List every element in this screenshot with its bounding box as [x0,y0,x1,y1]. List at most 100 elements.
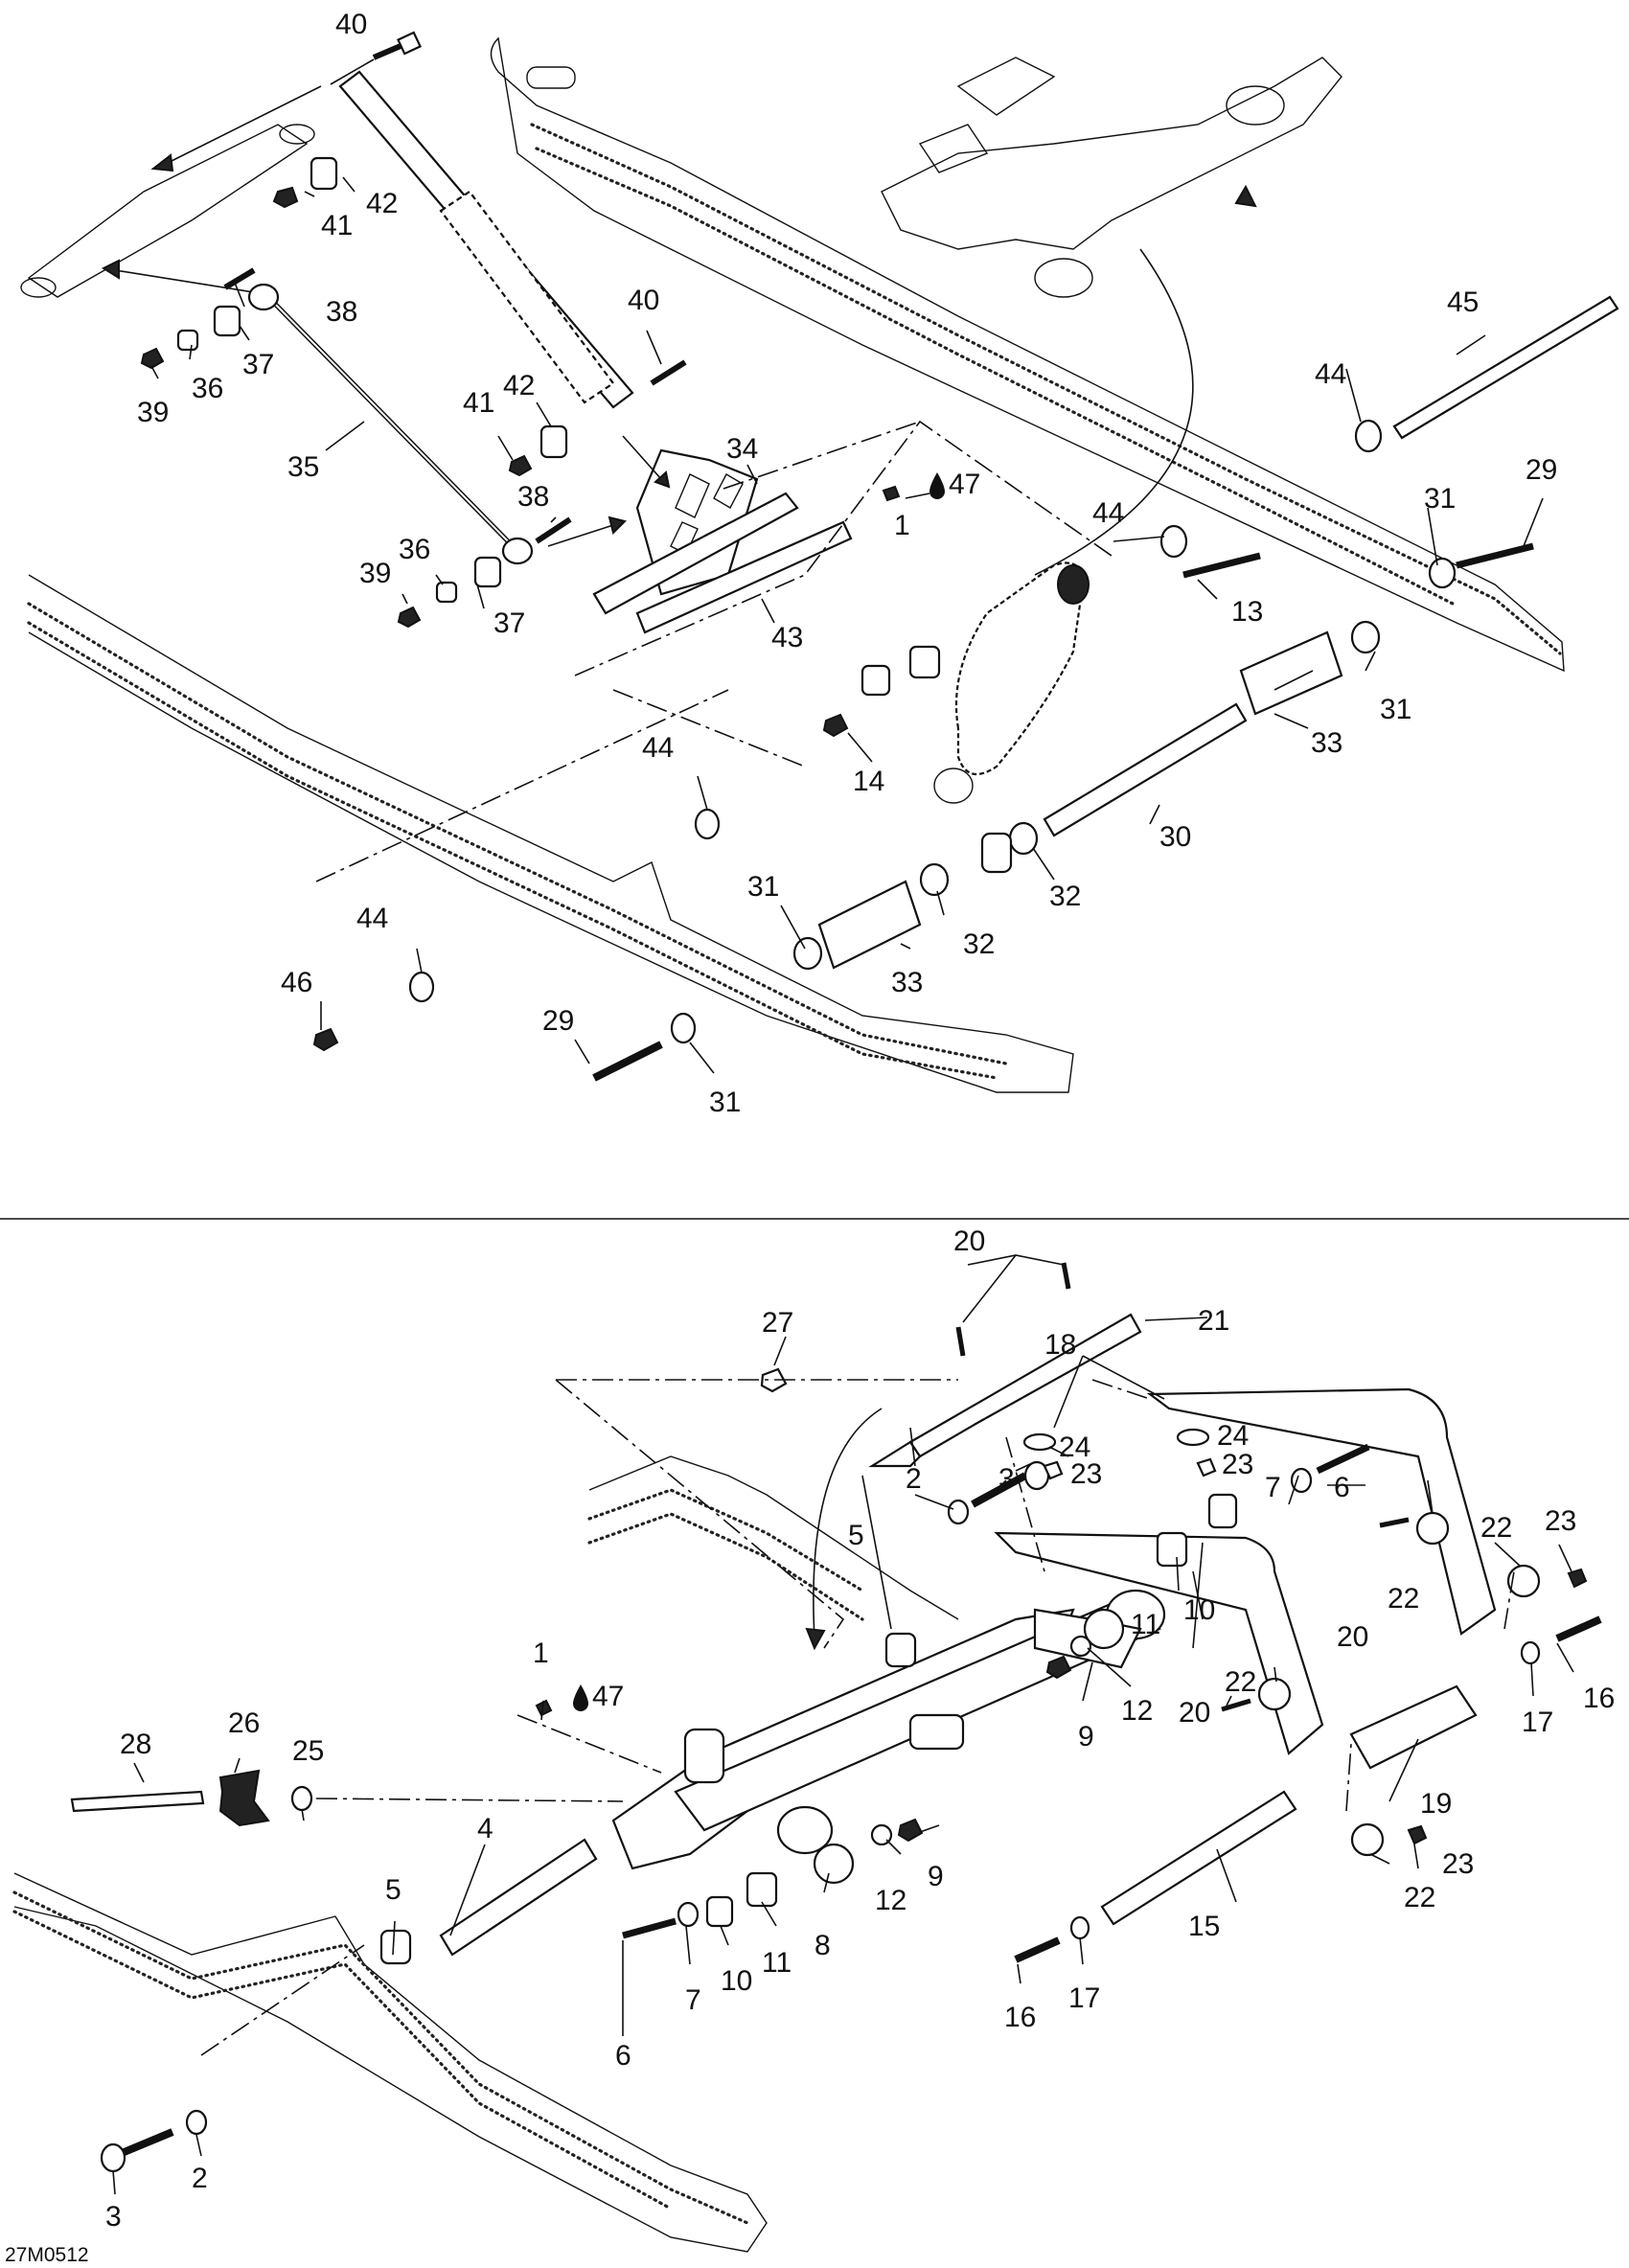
callout-16-lower: 16 [1004,2002,1036,2033]
bushing-36-upper [176,329,199,352]
washer-44-right [1159,524,1188,559]
bolt-38-upper [223,267,256,290]
callout-22-d: 22 [1404,1882,1435,1913]
callout-31-right-b: 31 [1380,694,1411,725]
screw-20-middle [1379,1517,1410,1528]
callout-20-lower: 20 [1179,1697,1210,1729]
callouts-top: 40 42 41 38 37 36 39 35 40 42 41 38 36 3… [137,9,1557,1118]
spacer-19 [1349,1684,1478,1770]
assembly-guideline-bottom-g [1345,1743,1352,1812]
reference-arrow-rear-arm [1034,248,1194,576]
bushing-11-lower [746,1871,778,1908]
assembly-guideline-bottom-c [516,1714,662,1774]
assembly-guideline-top-d [612,689,806,767]
callout-38-top: 38 [326,296,357,328]
tube-33-right [1239,630,1343,716]
washer-31-left-lower [670,1012,697,1044]
callout-13: 13 [1231,596,1263,628]
callout-47-bottom: 47 [592,1681,624,1712]
washer-22-b [1415,1511,1450,1546]
callout-34: 34 [726,433,758,465]
nut-23-b [1196,1457,1217,1478]
callout-39-top: 39 [137,397,169,428]
rod-45 [1392,295,1619,440]
washer-31-right [1428,557,1457,589]
callout-11-upper: 11 [1131,1609,1160,1640]
callout-1-top: 1 [894,510,910,541]
washer-22-d [1350,1822,1385,1857]
callout-10-upper: 10 [1183,1594,1215,1626]
assembly-guideline-top-a [574,420,1113,676]
oil-droplet-icon-top [929,472,945,499]
callout-24-b: 24 [1059,1432,1090,1463]
washer-44-left-upper [694,808,721,840]
callout-36-top: 36 [192,373,223,404]
callout-9-upper: 9 [1078,1721,1094,1753]
callout-23-b: 23 [1222,1449,1253,1480]
leader-lines-top [150,58,1544,1074]
callout-44-left-upper: 44 [642,732,674,764]
left-slide-rail-bottom [12,1872,768,2253]
bushing-36-lower [435,581,458,604]
callout-18: 18 [1044,1329,1076,1361]
tube-43 [635,520,853,634]
callout-6-lower: 6 [615,2040,631,2072]
left-slide-rail-top [27,574,1074,1093]
callout-23-a: 23 [1545,1505,1576,1537]
bolt-3-upper [971,1472,1027,1508]
callout-5-lower: 5 [385,1874,402,1906]
spacer-5-upper [884,1632,917,1668]
washer-22-c [1257,1677,1292,1711]
screw-20-lower [1221,1698,1251,1712]
spacer-42-middle [539,424,568,459]
callout-31-right-a: 31 [1424,483,1456,515]
callout-25: 25 [292,1735,324,1767]
bushing-32-center [980,832,1013,874]
washer-2-upper [947,1499,970,1525]
rear-shock-absorber [933,561,1090,804]
bolt-40-top [372,31,422,60]
callout-44-left-lower: 44 [356,903,388,934]
washer-25 [290,1785,313,1812]
nut-23-d [1407,1824,1428,1845]
upper-shock-absorber [338,70,634,409]
screw-20-right [1061,1262,1071,1290]
callout-17-right: 17 [1522,1707,1553,1738]
callout-21: 21 [1198,1305,1229,1337]
callout-40-middle: 40 [628,285,659,316]
callout-22-a: 22 [1480,1512,1512,1544]
bolt-6-lower [622,1917,677,1939]
callout-46: 46 [281,967,312,998]
reference-arrow-bracket-21 [813,1408,883,1639]
tube-15 [1100,1790,1297,1926]
assembly-guideline-bottom-b [555,1379,845,1649]
bolt-40-middle [650,359,687,386]
callout-41-top: 41 [321,210,353,241]
callout-4: 4 [477,1813,493,1844]
nut-39-lower [397,606,422,629]
callout-44-top-right: 44 [1092,497,1124,529]
callout-14: 14 [853,766,884,797]
nut-27 [760,1367,788,1393]
nut-41-top [272,186,299,209]
callout-20-top: 20 [953,1226,985,1257]
callout-37-middle: 37 [493,607,525,639]
callout-1-bottom: 1 [533,1638,549,1669]
callout-3-lower: 3 [105,2201,122,2233]
callout-37-top: 37 [242,349,274,380]
bushing-10-lower [705,1895,734,1928]
callout-6-upper: 6 [1334,1472,1350,1503]
callout-2-lower: 2 [192,2163,208,2194]
callout-40-top: 40 [335,9,367,40]
callout-12-upper: 12 [1121,1695,1153,1727]
spacer-5-lower [379,1929,412,1965]
callout-43: 43 [771,622,803,653]
callout-47-top: 47 [949,469,980,500]
bolt-29-left [592,1041,663,1082]
tube-33-left [817,880,922,970]
callout-31-left: 31 [747,871,779,903]
tube-4 [439,1838,598,1957]
washer-7-upper [1290,1467,1313,1494]
